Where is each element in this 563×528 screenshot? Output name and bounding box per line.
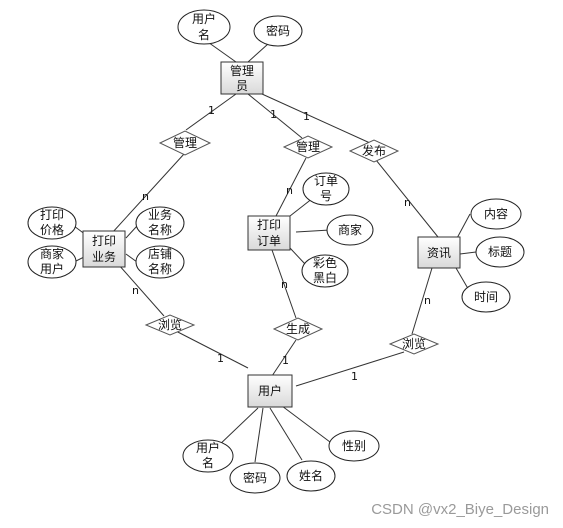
attribute-pb-shop: 店铺 名称 [135,245,185,279]
entity-admin-line2: 员 [236,79,248,93]
relationship-manage-order: 管理 [282,135,334,159]
attribute-user-gender-label: 性别 [342,439,366,453]
attribute-user-password: 密码 [229,462,281,494]
relationship-manage-business: 管理 [158,130,212,156]
attribute-pb-shop-line2: 名称 [148,261,172,276]
card-browse-user: 1 [217,352,224,365]
attribute-user-username-line1: 用户 [196,440,220,455]
attribute-po-number: 订单 号 [302,172,350,206]
attribute-pb-shop-line1: 店铺 [148,247,172,261]
attribute-pb-price-line2: 价格 [40,222,64,237]
entity-print-business-line2: 业务 [92,249,116,264]
relationship-browse-business: 浏览 [144,314,196,336]
attribute-po-number-line2: 号 [320,189,332,203]
relationship-publish: 发布 [348,139,400,163]
card-admin-manage-business: 1 [208,104,215,117]
entity-print-business: 打印 业务 [82,230,126,268]
attribute-news-title: 标题 [475,236,525,268]
attribute-po-color-line1: 彩色 [313,256,337,270]
watermark: CSDN @vx2_Biye_Design [371,501,549,518]
card-pb-browse: n [132,284,139,297]
entity-admin-line1: 管理 [230,63,254,78]
attribute-admin-username-line2: 名 [198,27,210,42]
entity-user-label: 用户 [258,383,282,398]
attribute-po-color-line2: 黑白 [313,270,337,285]
attribute-user-username-line2: 名 [202,455,214,470]
relationship-browse-news: 浏览 [388,333,440,355]
entity-print-order-line1: 打印 [257,218,281,232]
attribute-pb-price: 打印 价格 [27,206,77,240]
relationship-generate-label: 生成 [286,322,310,336]
attribute-news-title-label: 标题 [488,245,512,259]
entity-news-label: 资讯 [427,246,451,260]
attribute-user-username: 用户 名 [182,439,234,473]
card-browse-news-user: 1 [351,370,358,383]
relationship-generate: 生成 [272,317,324,341]
attribute-pb-name: 业务 名称 [135,206,185,240]
attribute-pb-merchant-line2: 用户 [40,261,64,276]
cardinality-labels: 1 1 1 n n n n 1 n 1 n 1 [132,104,431,383]
attribute-news-time-label: 时间 [474,290,498,304]
card-generate-user: 1 [282,354,289,367]
attribute-pb-name-line1: 业务 [148,207,172,222]
attribute-admin-username-line1: 用户 [192,11,216,26]
attribute-news-content: 内容 [470,198,522,230]
attribute-user-password-label: 密码 [243,470,267,485]
card-news-browse: n [424,294,431,307]
attribute-pb-merchant-line1: 商家 [40,246,64,261]
attribute-pb-price-line1: 打印 [40,208,64,222]
attribute-news-time: 时间 [461,281,511,313]
entity-admin: 管理 员 [220,61,264,95]
attribute-po-merchant: 商家 [326,214,374,246]
attribute-user-name: 姓名 [286,460,336,492]
entity-print-order: 打印 订单 [247,215,291,251]
card-manage-order-po: n [286,184,293,197]
relationship-manage-business-label: 管理 [173,135,197,150]
attribute-news-content-label: 内容 [484,206,508,221]
relationship-publish-label: 发布 [362,143,386,158]
relationship-browse-news-label: 浏览 [402,336,426,351]
attribute-admin-password-label: 密码 [266,23,290,38]
card-admin-manage-order: 1 [270,108,277,121]
card-publish-news: n [404,196,411,209]
card-po-generate: n [281,278,288,291]
card-admin-publish: 1 [303,110,310,123]
connector-lines [73,39,477,463]
attribute-user-name-label: 姓名 [299,468,323,483]
entity-print-business-line1: 打印 [92,234,116,248]
entity-user: 用户 [247,374,293,408]
attribute-po-merchant-label: 商家 [338,222,362,237]
relationship-manage-order-label: 管理 [296,139,320,154]
attribute-po-color: 彩色 黑白 [301,254,349,288]
relationship-browse-business-label: 浏览 [158,317,182,332]
attribute-user-gender: 性别 [328,430,380,462]
entity-news: 资讯 [417,236,461,269]
attribute-admin-username: 用户 名 [177,9,231,45]
card-manage-business-pb: n [142,190,149,203]
entity-print-order-line2: 订单 [257,234,281,248]
attribute-admin-password: 密码 [253,15,303,47]
attribute-pb-name-line2: 名称 [148,222,172,237]
attribute-po-number-line1: 订单 [314,174,338,188]
attribute-pb-merchant: 商家 用户 [27,245,77,279]
